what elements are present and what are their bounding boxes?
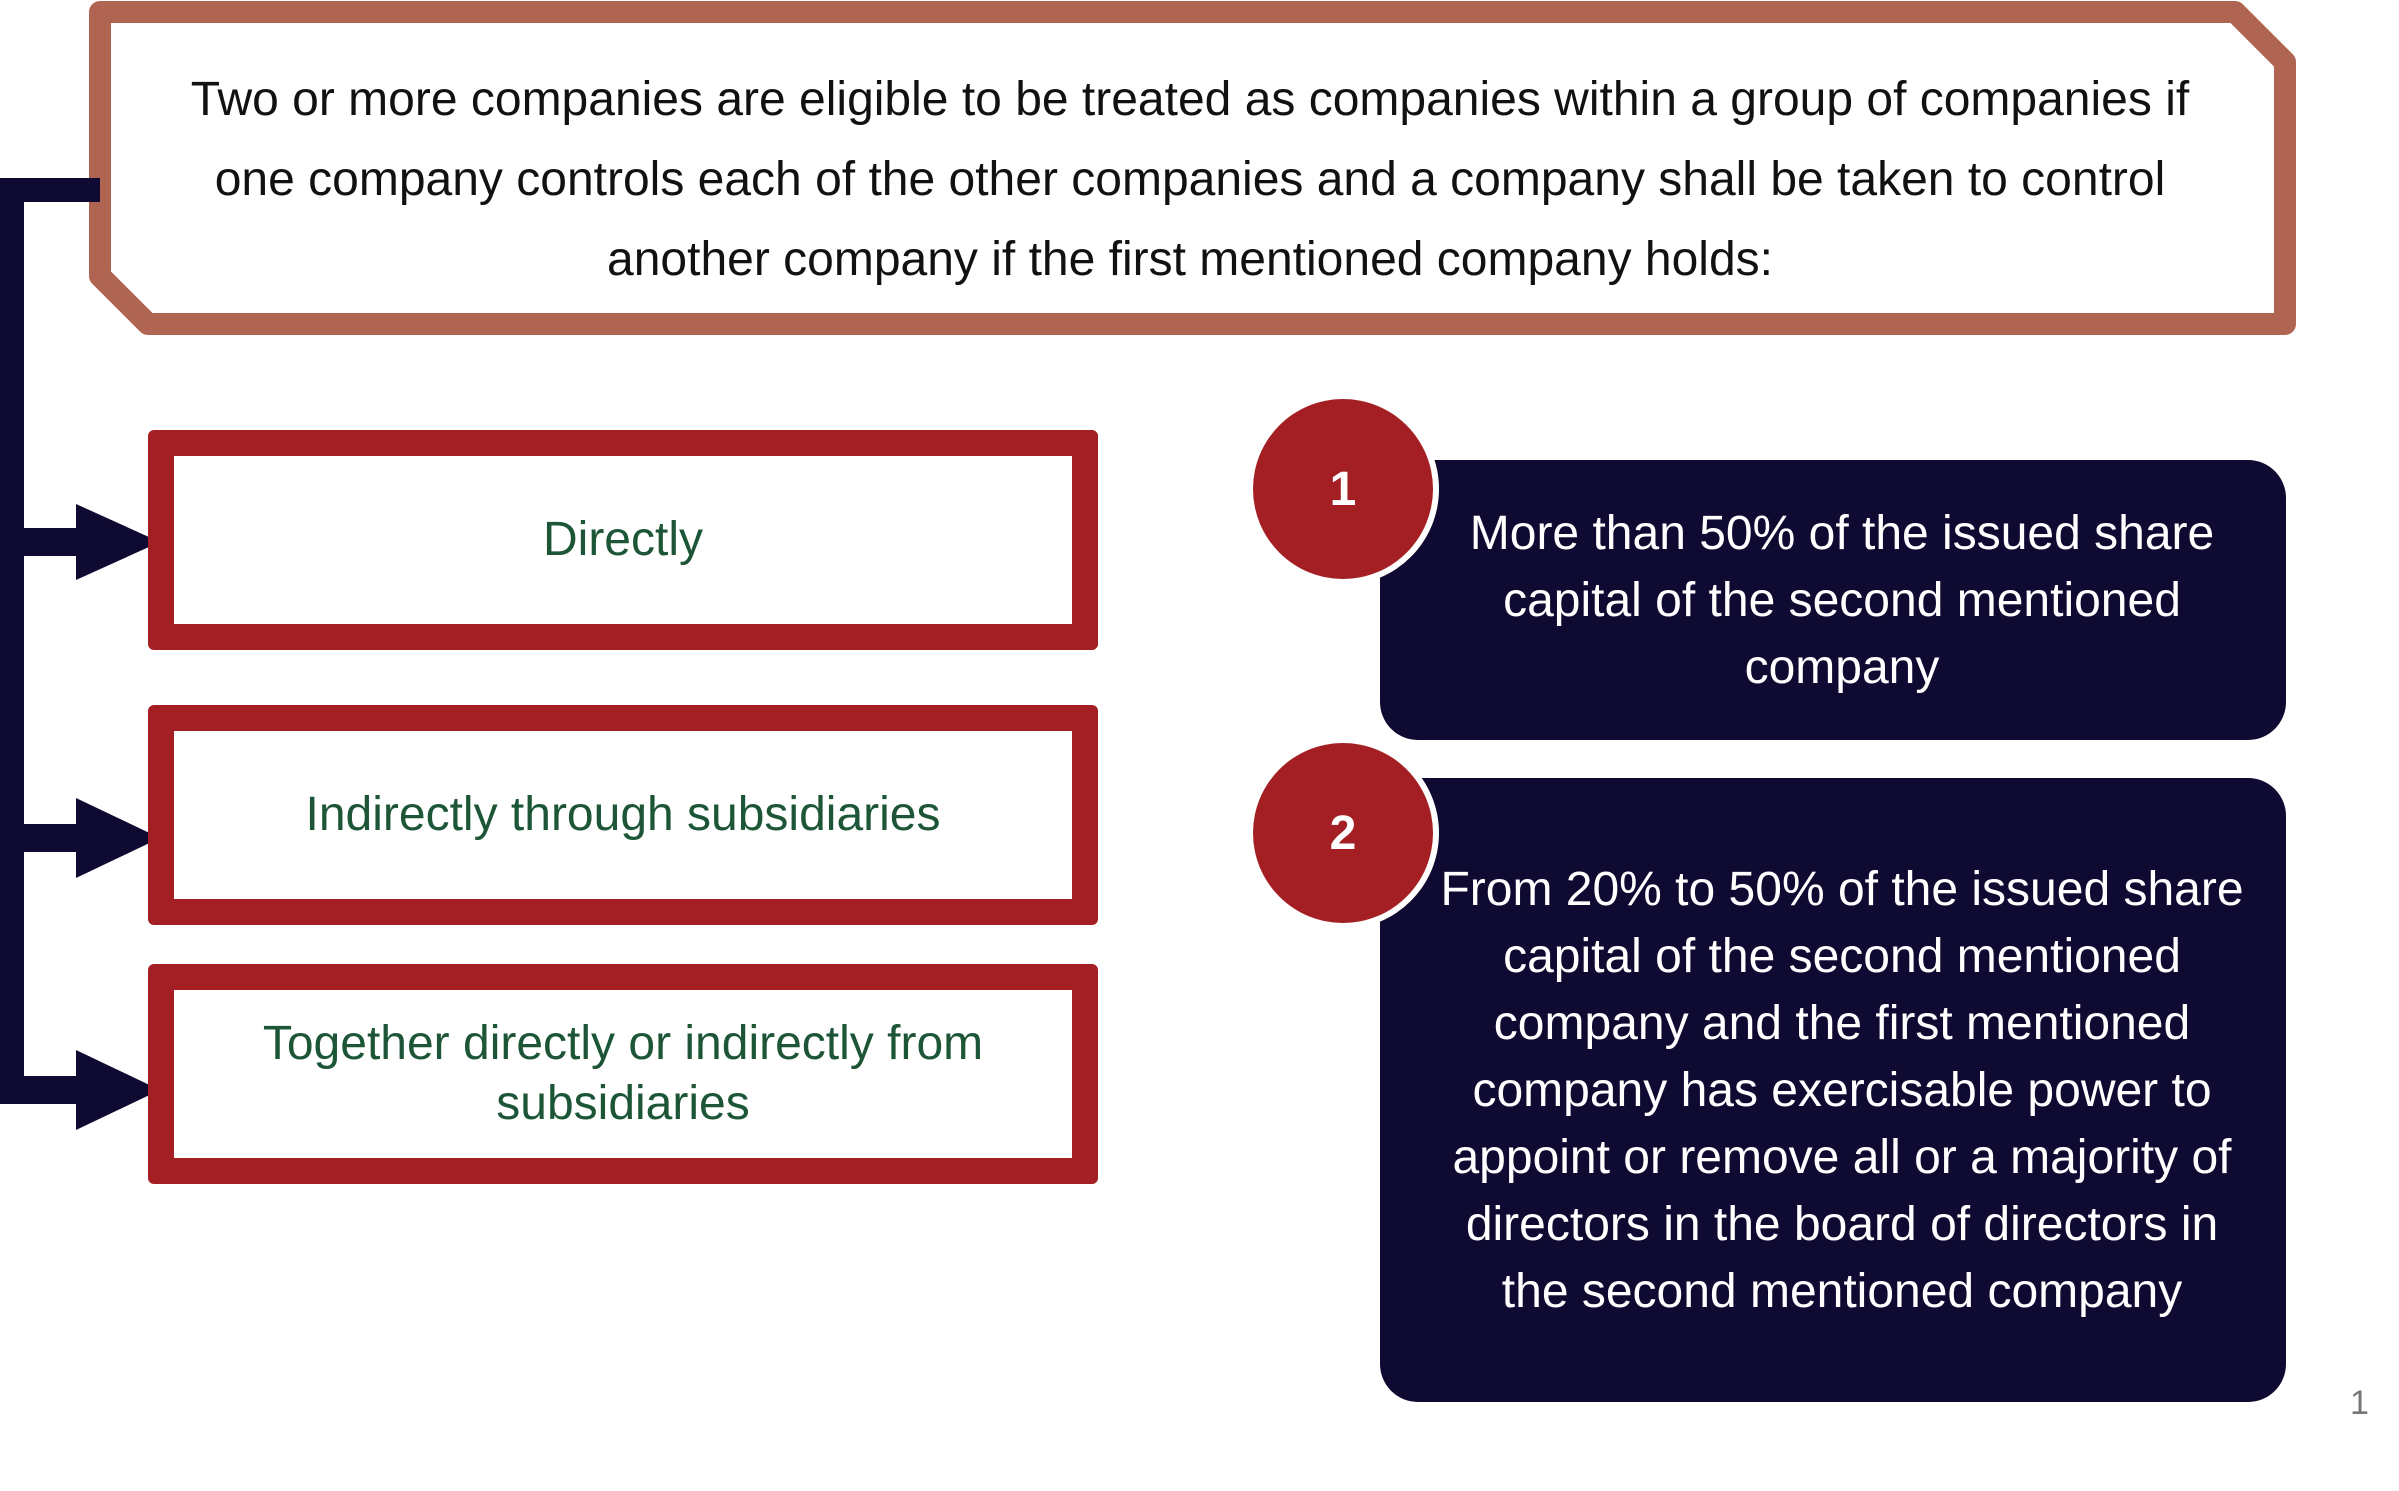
condition-1-box: More than 50% of the issued share capita… (1380, 460, 2286, 740)
method-directly-label: Directly (542, 513, 703, 566)
method-together-label-line1: Together directly or indirectly from (262, 1017, 984, 1070)
method-indirectly-label: Indirectly through subsidiaries (305, 788, 941, 841)
method-together-box: Together directly or indirectly from sub… (148, 964, 1098, 1184)
method-together-label-line2: subsidiaries (496, 1077, 750, 1130)
condition-1-number-badge: 1 (1253, 399, 1433, 579)
condition-1-text: More than 50% of the issued share capita… (1469, 506, 2215, 694)
page-number: 1 (2350, 1384, 2369, 1422)
condition-2-text: From 20% to 50% of the issued share capi… (1440, 862, 2244, 1318)
intro-statement: Two or more companies are eligible to be… (190, 73, 2190, 286)
intro-box-outline (89, 1, 2296, 335)
method-directly-box: Directly (148, 430, 1098, 650)
condition-2-number-badge: 2 (1253, 743, 1433, 923)
method-indirectly-box: Indirectly through subsidiaries (148, 705, 1098, 925)
bracket-connector (0, 178, 160, 1130)
condition-2-box: From 20% to 50% of the issued share capi… (1380, 778, 2286, 1402)
